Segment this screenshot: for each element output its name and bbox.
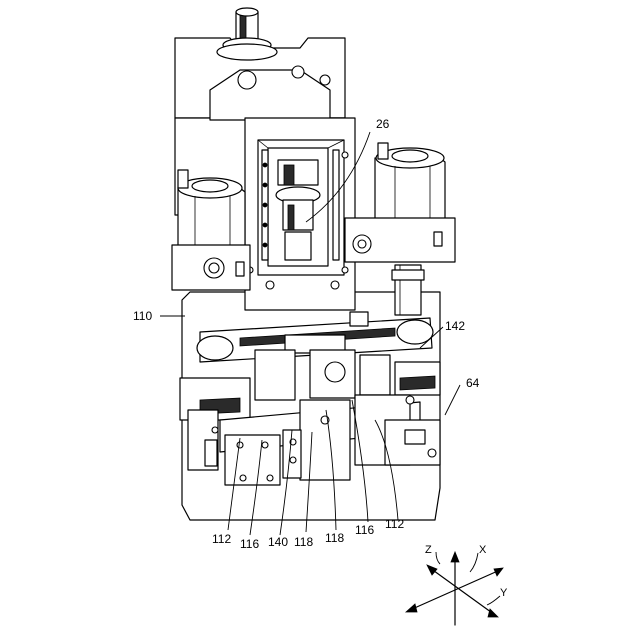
axis-label-y: Y [500,587,508,599]
label-64: 64 [466,376,480,390]
label-142: 142 [445,319,465,333]
label-140: 140 [268,535,288,549]
central-column [245,118,355,310]
label-118-left: 118 [294,535,313,549]
label-112-left: 112 [212,532,231,546]
label-116-right: 116 [355,523,374,537]
label-116-left: 116 [240,537,259,551]
label-112-right: 112 [385,517,404,531]
label-110: 110 [133,309,152,323]
left-cylinder [172,170,250,290]
label-118-right: 118 [325,531,344,545]
axis-label-z: Z [425,544,432,556]
label-26: 26 [376,117,390,131]
motor-shaft [217,8,277,60]
axis-label-x: X [479,544,487,556]
right-cylinder [345,143,455,315]
axes-indicator: Z X Y [406,544,508,625]
